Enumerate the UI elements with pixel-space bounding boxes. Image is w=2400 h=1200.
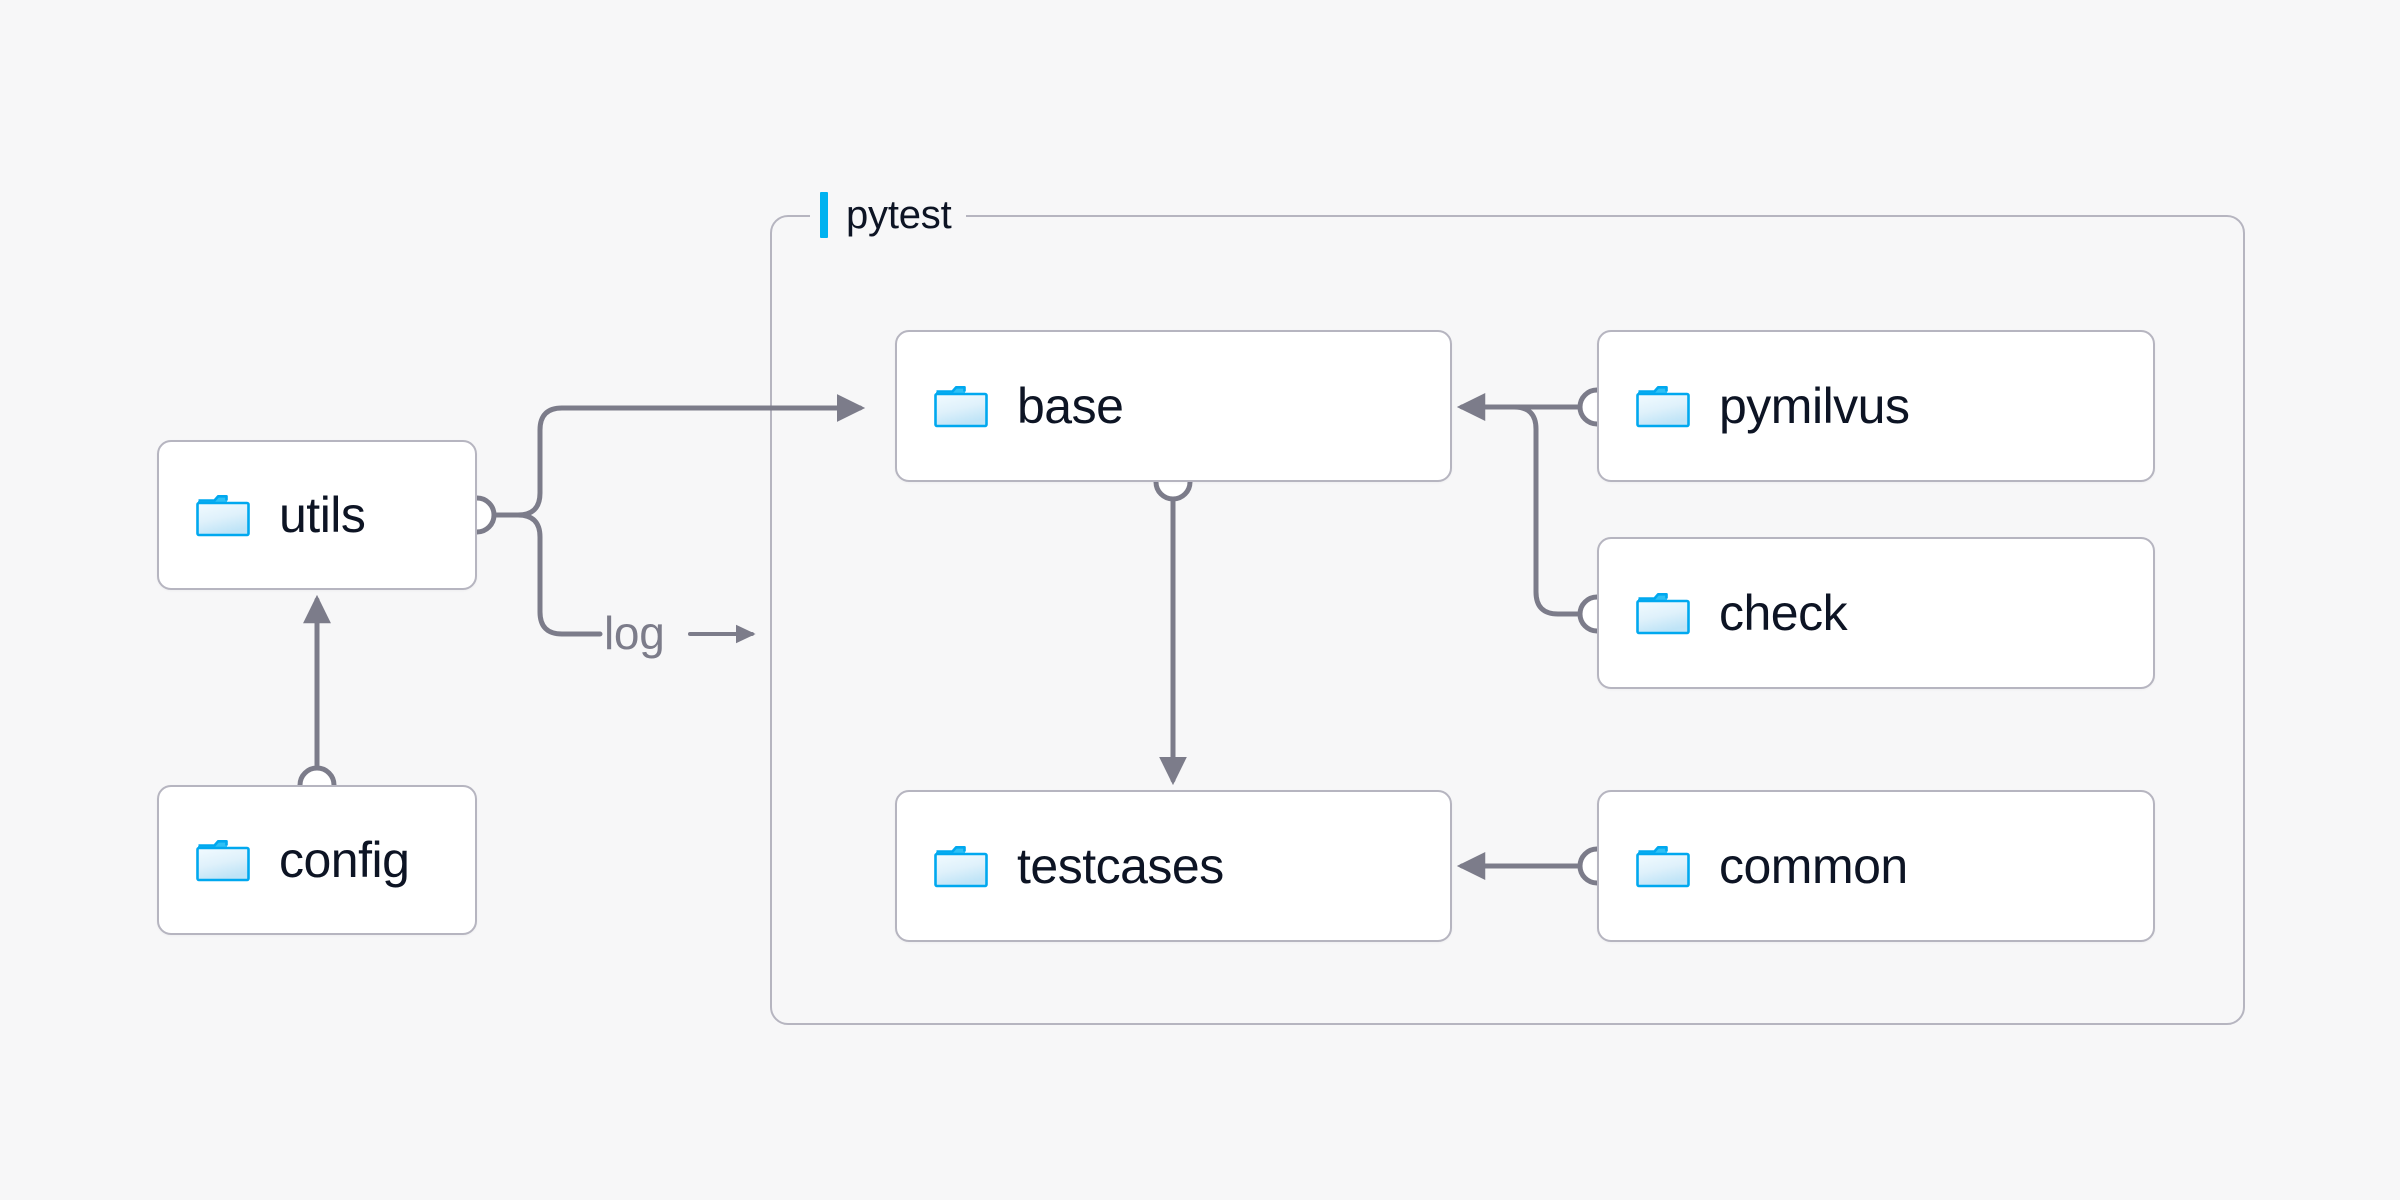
folder-icon	[934, 386, 988, 428]
group-title: pytest	[846, 193, 952, 237]
node-common[interactable]: common	[1597, 790, 2155, 942]
node-config[interactable]: config	[157, 785, 477, 935]
group-container-pytest	[770, 215, 2245, 1025]
node-label: check	[1719, 585, 1848, 641]
node-utils[interactable]: utils	[157, 440, 477, 590]
node-base[interactable]: base	[895, 330, 1452, 482]
node-label: config	[279, 832, 410, 888]
edge-label-log: log	[604, 607, 665, 659]
node-check[interactable]: check	[1597, 537, 2155, 689]
group-label-pytest: pytest	[810, 192, 966, 238]
group-accent-bar	[820, 192, 828, 238]
node-testcases[interactable]: testcases	[895, 790, 1452, 942]
folder-icon	[1636, 386, 1690, 428]
folder-icon	[196, 495, 250, 537]
node-label: pymilvus	[1719, 378, 1910, 434]
node-label: testcases	[1017, 838, 1224, 894]
node-label: base	[1017, 378, 1124, 434]
node-label: common	[1719, 838, 1908, 894]
folder-icon	[934, 846, 988, 888]
folder-icon	[196, 840, 250, 882]
folder-icon	[1636, 593, 1690, 635]
folder-icon	[1636, 846, 1690, 888]
node-pymilvus[interactable]: pymilvus	[1597, 330, 2155, 482]
node-label: utils	[279, 487, 366, 543]
